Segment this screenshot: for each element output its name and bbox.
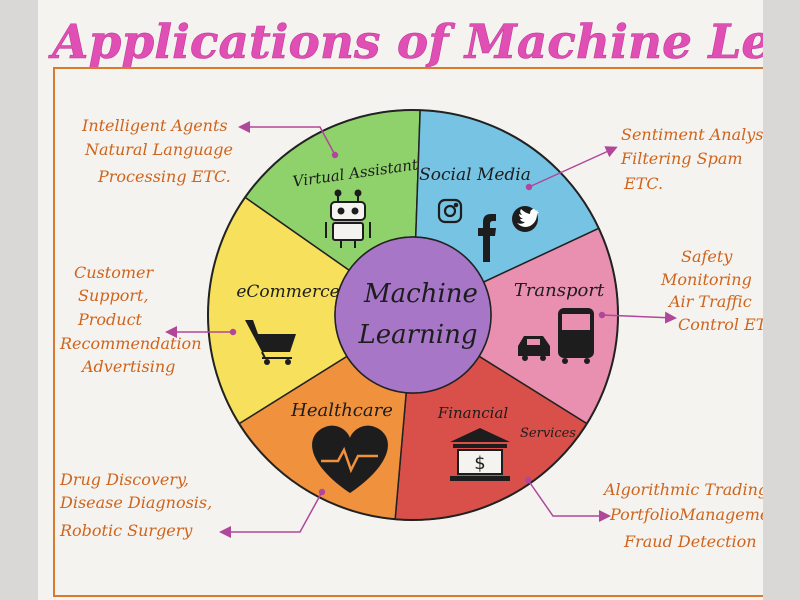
segment-label-healthcare: Healthcare — [290, 400, 393, 421]
note-line: Control ETC — [678, 315, 763, 334]
note-line: Sentiment Analysis — [621, 125, 763, 144]
note-line: Natural Language — [84, 140, 233, 159]
note-line: ETC. — [623, 174, 663, 193]
notes-financial: Algorithmic Trading PortfolioManagement … — [602, 480, 763, 551]
note-line: Fraud Detection — [623, 532, 757, 551]
note-line: Filtering Spam — [620, 149, 743, 168]
arrow-virtual-assistant — [238, 121, 336, 156]
segment-label-social-media: Social Media — [419, 165, 531, 185]
arrow-social-media — [528, 146, 618, 188]
note-line: Algorithmic Trading — [602, 480, 763, 499]
center-label-line2: Learning — [357, 320, 477, 350]
note-line: Robotic Surgery — [59, 521, 193, 540]
note-line: Monitoring — [660, 270, 752, 289]
arrow-financial — [527, 479, 611, 522]
notes-virtual-assistant: Intelligent Agents Natural Language Proc… — [81, 116, 233, 186]
notes-transport: Safety Monitoring Air Traffic Control ET… — [660, 247, 763, 334]
note-line: Air Traffic — [667, 292, 752, 311]
arrow-transport — [601, 311, 677, 324]
notes-social-media: Sentiment Analysis Filtering Spam ETC. — [620, 125, 763, 193]
note-line: Customer — [74, 263, 154, 282]
segment-label-transport: Transport — [514, 280, 605, 301]
vehicles-icon — [518, 308, 594, 364]
instagram-icon — [437, 198, 463, 224]
note-line: Safety — [681, 247, 733, 266]
shopping-cart-icon — [245, 320, 296, 365]
robot-icon — [325, 189, 371, 248]
poster: Applications of Machine Learning Machine… — [38, 0, 763, 600]
note-line: Advertising — [80, 357, 175, 376]
note-line: Processing ETC. — [97, 167, 231, 186]
svg-text:$: $ — [474, 453, 485, 474]
poster-frame — [53, 67, 763, 597]
note-line: Support, — [78, 286, 149, 305]
poster-title: Applications of Machine Learning — [48, 15, 763, 70]
note-line: Product — [77, 310, 143, 329]
connectors — [165, 121, 677, 538]
notes-ecommerce: Customer Support, Product Recommendation… — [59, 263, 202, 376]
note-line: Recommendation — [59, 334, 202, 353]
bank-dollar-icon: $ — [450, 428, 510, 481]
arrow-healthcare — [219, 491, 323, 538]
segment-label-ecommerce: eCommerce — [236, 282, 339, 302]
note-line: Drug Discovery, — [59, 470, 189, 489]
facebook-icon — [478, 214, 496, 262]
note-line: Intelligent Agents — [81, 116, 228, 135]
twitter-icon — [512, 206, 539, 232]
segment-label-financial: Financial — [437, 404, 509, 422]
notes-healthcare: Drug Discovery, Disease Diagnosis, Robot… — [59, 470, 212, 540]
diagram-canvas: Applications of Machine Learning Machine… — [48, 15, 763, 597]
note-line: Disease Diagnosis, — [59, 493, 212, 512]
center-label-line1: Machine — [363, 279, 478, 309]
heart-pulse-icon — [312, 425, 388, 493]
segment-label-services: Services — [520, 426, 576, 441]
center-circle — [334, 236, 492, 394]
note-line: PortfolioManagement — [609, 505, 763, 524]
